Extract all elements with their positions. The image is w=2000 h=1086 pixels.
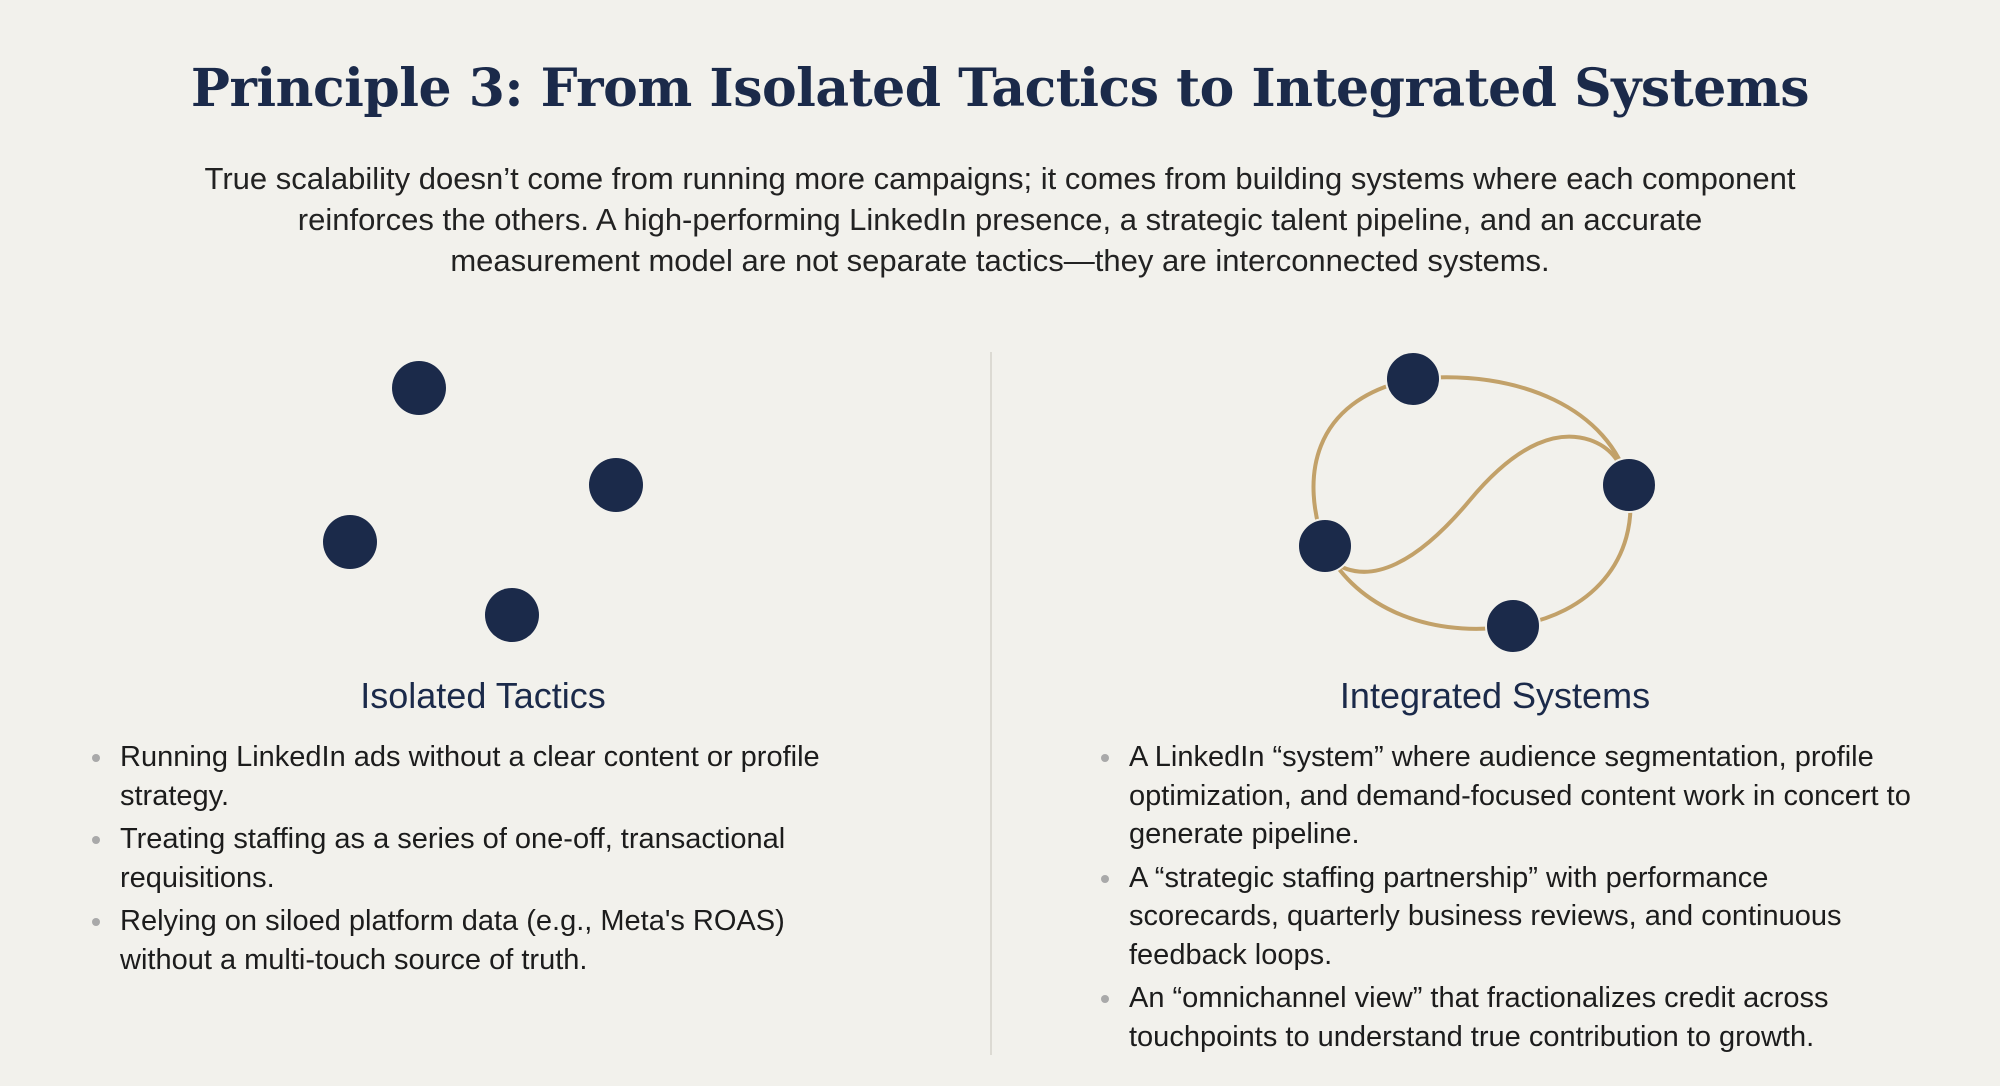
list-item: An “omnichannel view” that fractionalize… <box>1101 979 1919 1056</box>
list-item: A LinkedIn “system” where audience segme… <box>1101 738 1919 854</box>
intro-paragraph: True scalability doesn’t come from runni… <box>204 161 1796 278</box>
integrated-node <box>1601 457 1657 513</box>
isolated-node <box>323 515 377 569</box>
page-title: Principle 3: From Isolated Tactics to In… <box>190 58 1810 119</box>
column-divider <box>990 352 992 1055</box>
list-item: A “strategic staffing partnership” with … <box>1101 859 1919 975</box>
list-item: Running LinkedIn ads without a clear con… <box>92 738 820 815</box>
isolated-node <box>485 588 539 642</box>
list-item: Relying on siloed platform data (e.g., M… <box>92 902 860 979</box>
isolated-node <box>589 458 643 512</box>
isolated-bullets: Running LinkedIn ads without a clear con… <box>92 738 880 984</box>
integrated-node <box>1385 351 1441 407</box>
integrated-heading: Integrated Systems <box>1339 675 1651 716</box>
s-curve-connection <box>1328 434 1631 574</box>
integrated-network <box>1311 375 1633 631</box>
integrated-bullets: A LinkedIn “system” where audience segme… <box>1101 738 1919 1061</box>
integrated-node <box>1297 518 1353 574</box>
integrated-nodes <box>1297 351 1657 654</box>
loop-connection <box>1311 375 1633 631</box>
integrated-node <box>1485 598 1541 654</box>
list-item: Treating staffing as a series of one-off… <box>92 820 880 897</box>
isolated-heading: Isolated Tactics <box>360 675 606 716</box>
isolated-node <box>392 361 446 415</box>
isolated-nodes <box>323 361 643 642</box>
